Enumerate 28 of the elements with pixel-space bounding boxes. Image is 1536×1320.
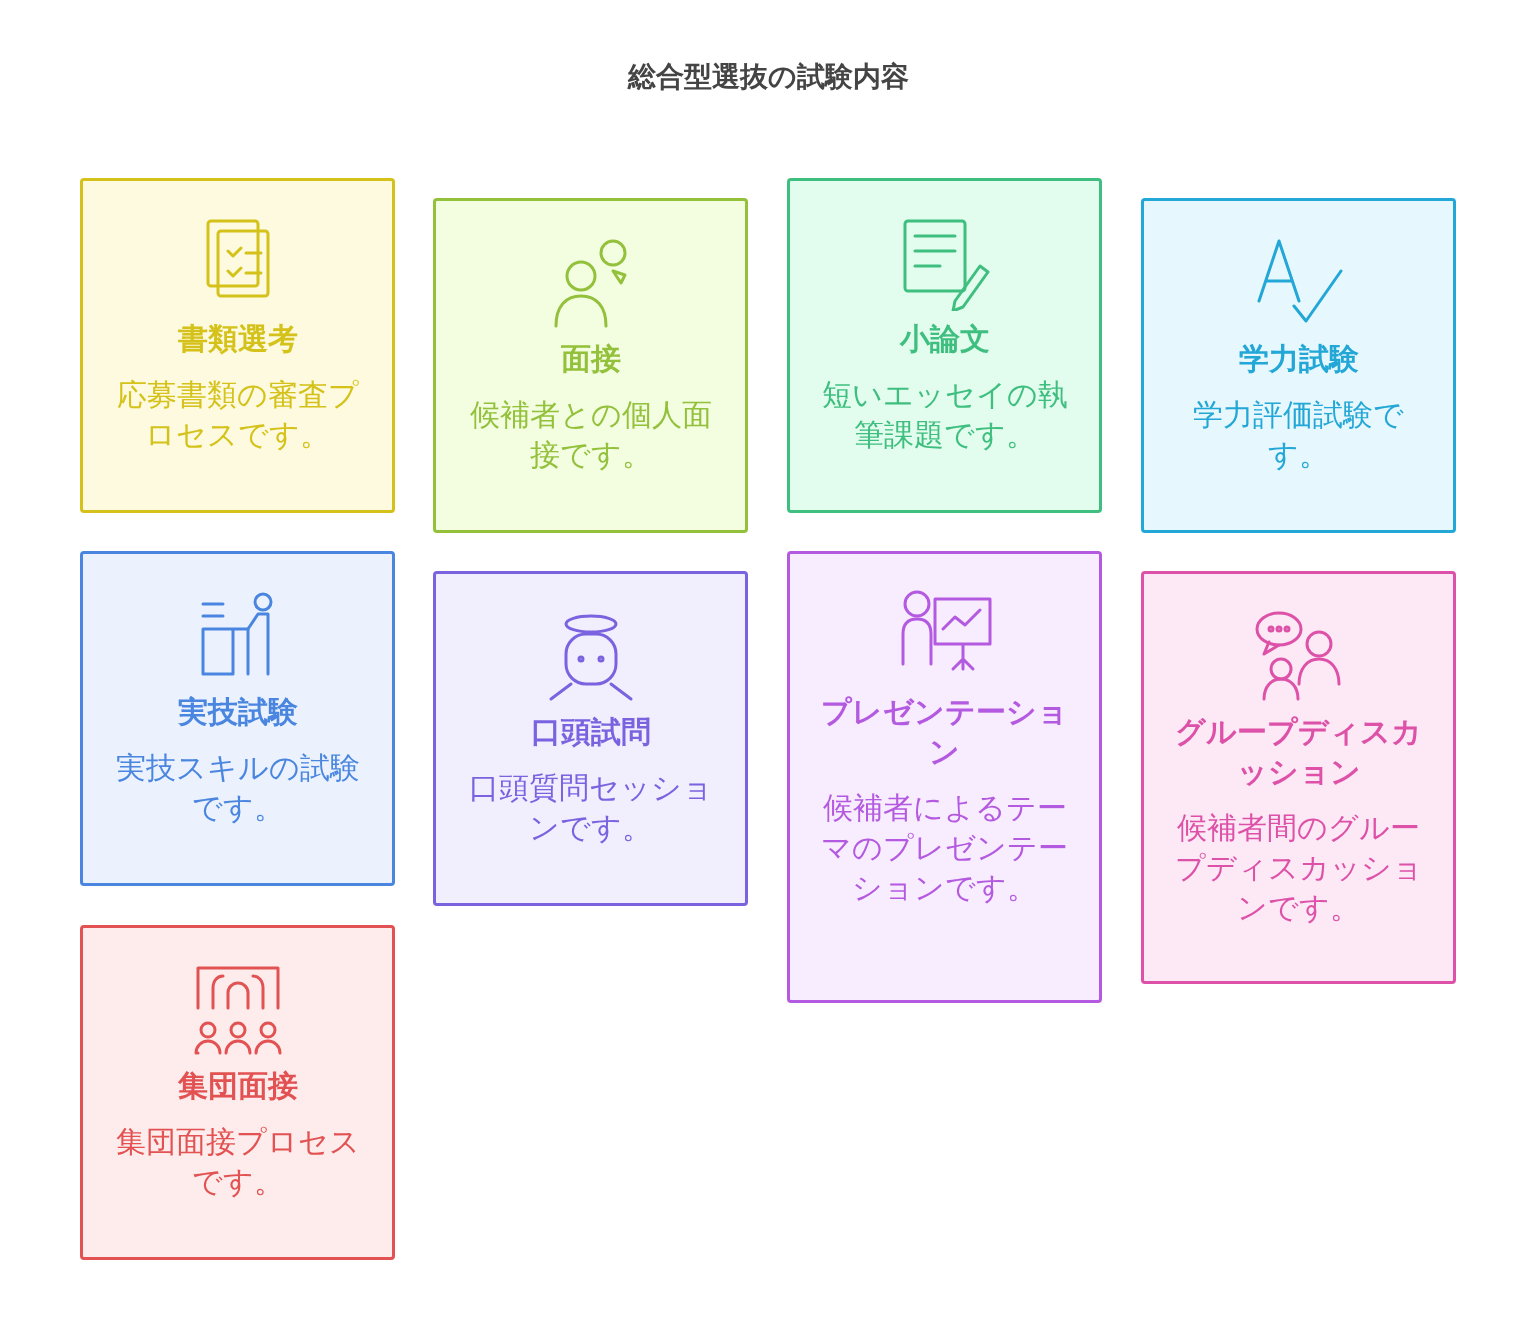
card-description: 候補者との個人面接です。 [468, 396, 713, 474]
card-description: 集団面接プロセスです。 [114, 1123, 361, 1201]
note-card [787, 551, 1102, 1003]
card-description: 応募書類の審査プロセスです。 [115, 376, 360, 454]
card-heading: 実技試験 [177, 693, 298, 731]
note-card [1141, 571, 1456, 984]
note-card [80, 925, 395, 1260]
card-description: 実技スキルの試験です。 [114, 749, 361, 827]
note-card [433, 571, 748, 906]
card-heading: 集団面接 [177, 1067, 298, 1105]
card-description: 口頭質問セッションです。 [467, 769, 714, 847]
card-heading: 小論文 [899, 320, 990, 358]
diagram-title: 総合型選抜の試験内容 [626, 59, 910, 95]
card-heading: 面接 [560, 340, 621, 378]
note-card [1141, 198, 1456, 533]
card-heading: 書類選考 [177, 320, 298, 358]
note-card [433, 198, 748, 533]
note-card [80, 178, 395, 513]
card-description: 短いエッセイの執筆課題です。 [820, 376, 1069, 454]
card-heading: プレゼンテーション [820, 693, 1069, 771]
card-heading: グループディスカッション [1174, 713, 1423, 791]
note-card [80, 551, 395, 886]
card-description: 候補者間のグループディスカッションです。 [1173, 809, 1424, 927]
card-heading: 口頭試問 [530, 713, 651, 751]
note-card [787, 178, 1102, 513]
card-description: 候補者によるテーマのプレゼンテーションです。 [820, 789, 1069, 907]
card-heading: 学力試験 [1238, 340, 1359, 378]
card-description: 学力評価試験です。 [1192, 396, 1405, 474]
